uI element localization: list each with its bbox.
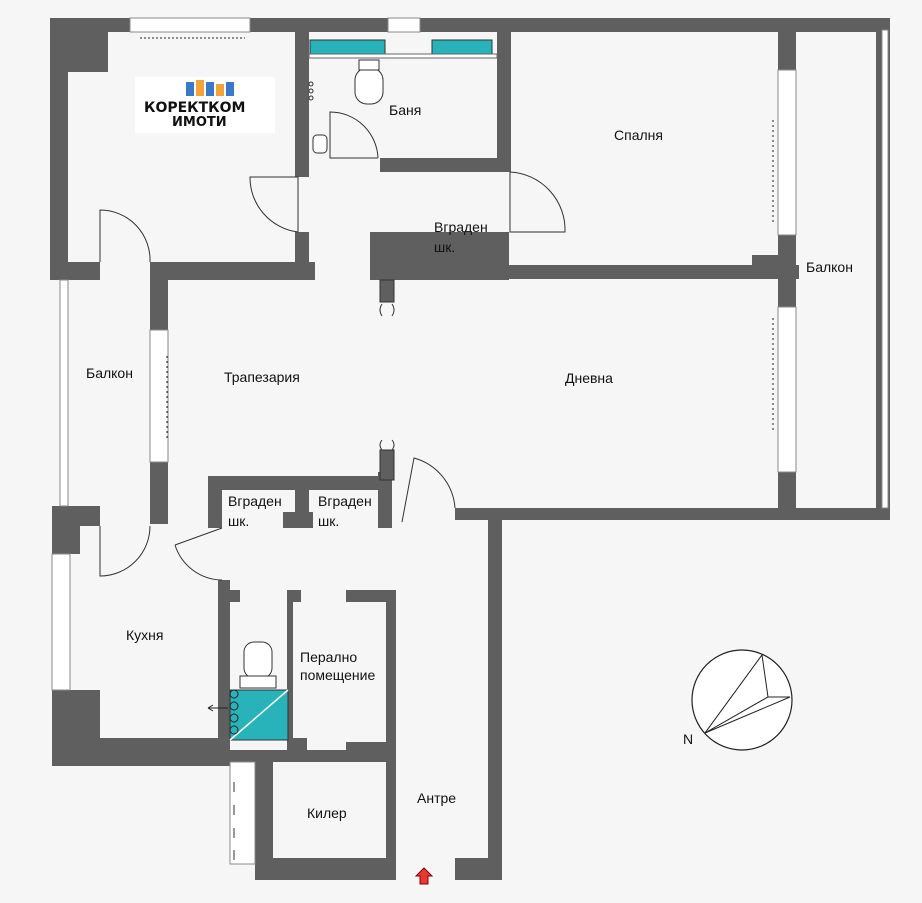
compass-north-label: N <box>683 731 693 747</box>
company-logo: КОРЕКТКОМ ИМОТИ <box>135 77 275 133</box>
room-label-dining: Трапезария <box>224 369 300 385</box>
entry-arrow-icon <box>414 867 434 885</box>
room-label-bedroom: Спалня <box>614 127 663 143</box>
room-labels: Баня Спалня Вграден шк. Балкон Балкон Тр… <box>86 102 853 821</box>
room-label-balcony-left: Балкон <box>86 365 133 381</box>
walls <box>50 18 890 880</box>
door-swing-hall-left <box>249 176 299 233</box>
room-label-wardrobe-b-line1: Вграден <box>318 493 372 509</box>
toilet-icon <box>243 641 273 679</box>
room-label-living: Дневна <box>565 370 613 386</box>
room-label-laundry-line1: Перално <box>300 649 357 665</box>
room-label-bathroom: Баня <box>389 102 421 118</box>
windows <box>51 17 889 865</box>
room-label-wardrobe-a-line1: Вграден <box>228 493 282 509</box>
logo-line2: ИМОТИ <box>172 115 227 130</box>
door-swing-balcony-left <box>99 209 151 263</box>
sink-counter-left <box>309 39 386 55</box>
room-label-laundry-line2: помещение <box>300 667 375 683</box>
room-label-entrance: Антре <box>417 790 456 806</box>
doors <box>99 111 566 581</box>
logo-buildings-icon <box>186 80 234 96</box>
partition-marks <box>379 279 395 481</box>
room-label-kitchen: Кухня <box>126 627 163 643</box>
bathroom-fixtures <box>308 39 498 154</box>
room-label-wardrobe-a-line2: шк. <box>228 513 249 529</box>
compass-icon: N <box>683 649 793 751</box>
room-label-balcony-right: Балкон <box>806 259 853 275</box>
door-swing-kitchen-balcony <box>99 525 151 577</box>
logo-line1: КОРЕКТКОМ <box>144 100 245 116</box>
room-label-pantry: Килер <box>307 805 347 821</box>
sink-counter-right <box>431 39 493 55</box>
door-swing-bedroom <box>509 171 566 233</box>
radiators <box>140 37 774 440</box>
room-label-wardrobe-top-line2: шк. <box>434 239 455 255</box>
door-swing-bath <box>329 111 379 159</box>
door-swing-kitchen <box>174 527 223 581</box>
room-label-wardrobe-top-line1: Вграден <box>434 219 488 235</box>
room-label-wardrobe-b-line2: шк. <box>318 513 339 529</box>
toilet-icon <box>354 67 384 105</box>
door-swing-living <box>401 457 456 523</box>
laundry-fixtures <box>207 641 289 741</box>
bidet-icon <box>312 134 328 154</box>
